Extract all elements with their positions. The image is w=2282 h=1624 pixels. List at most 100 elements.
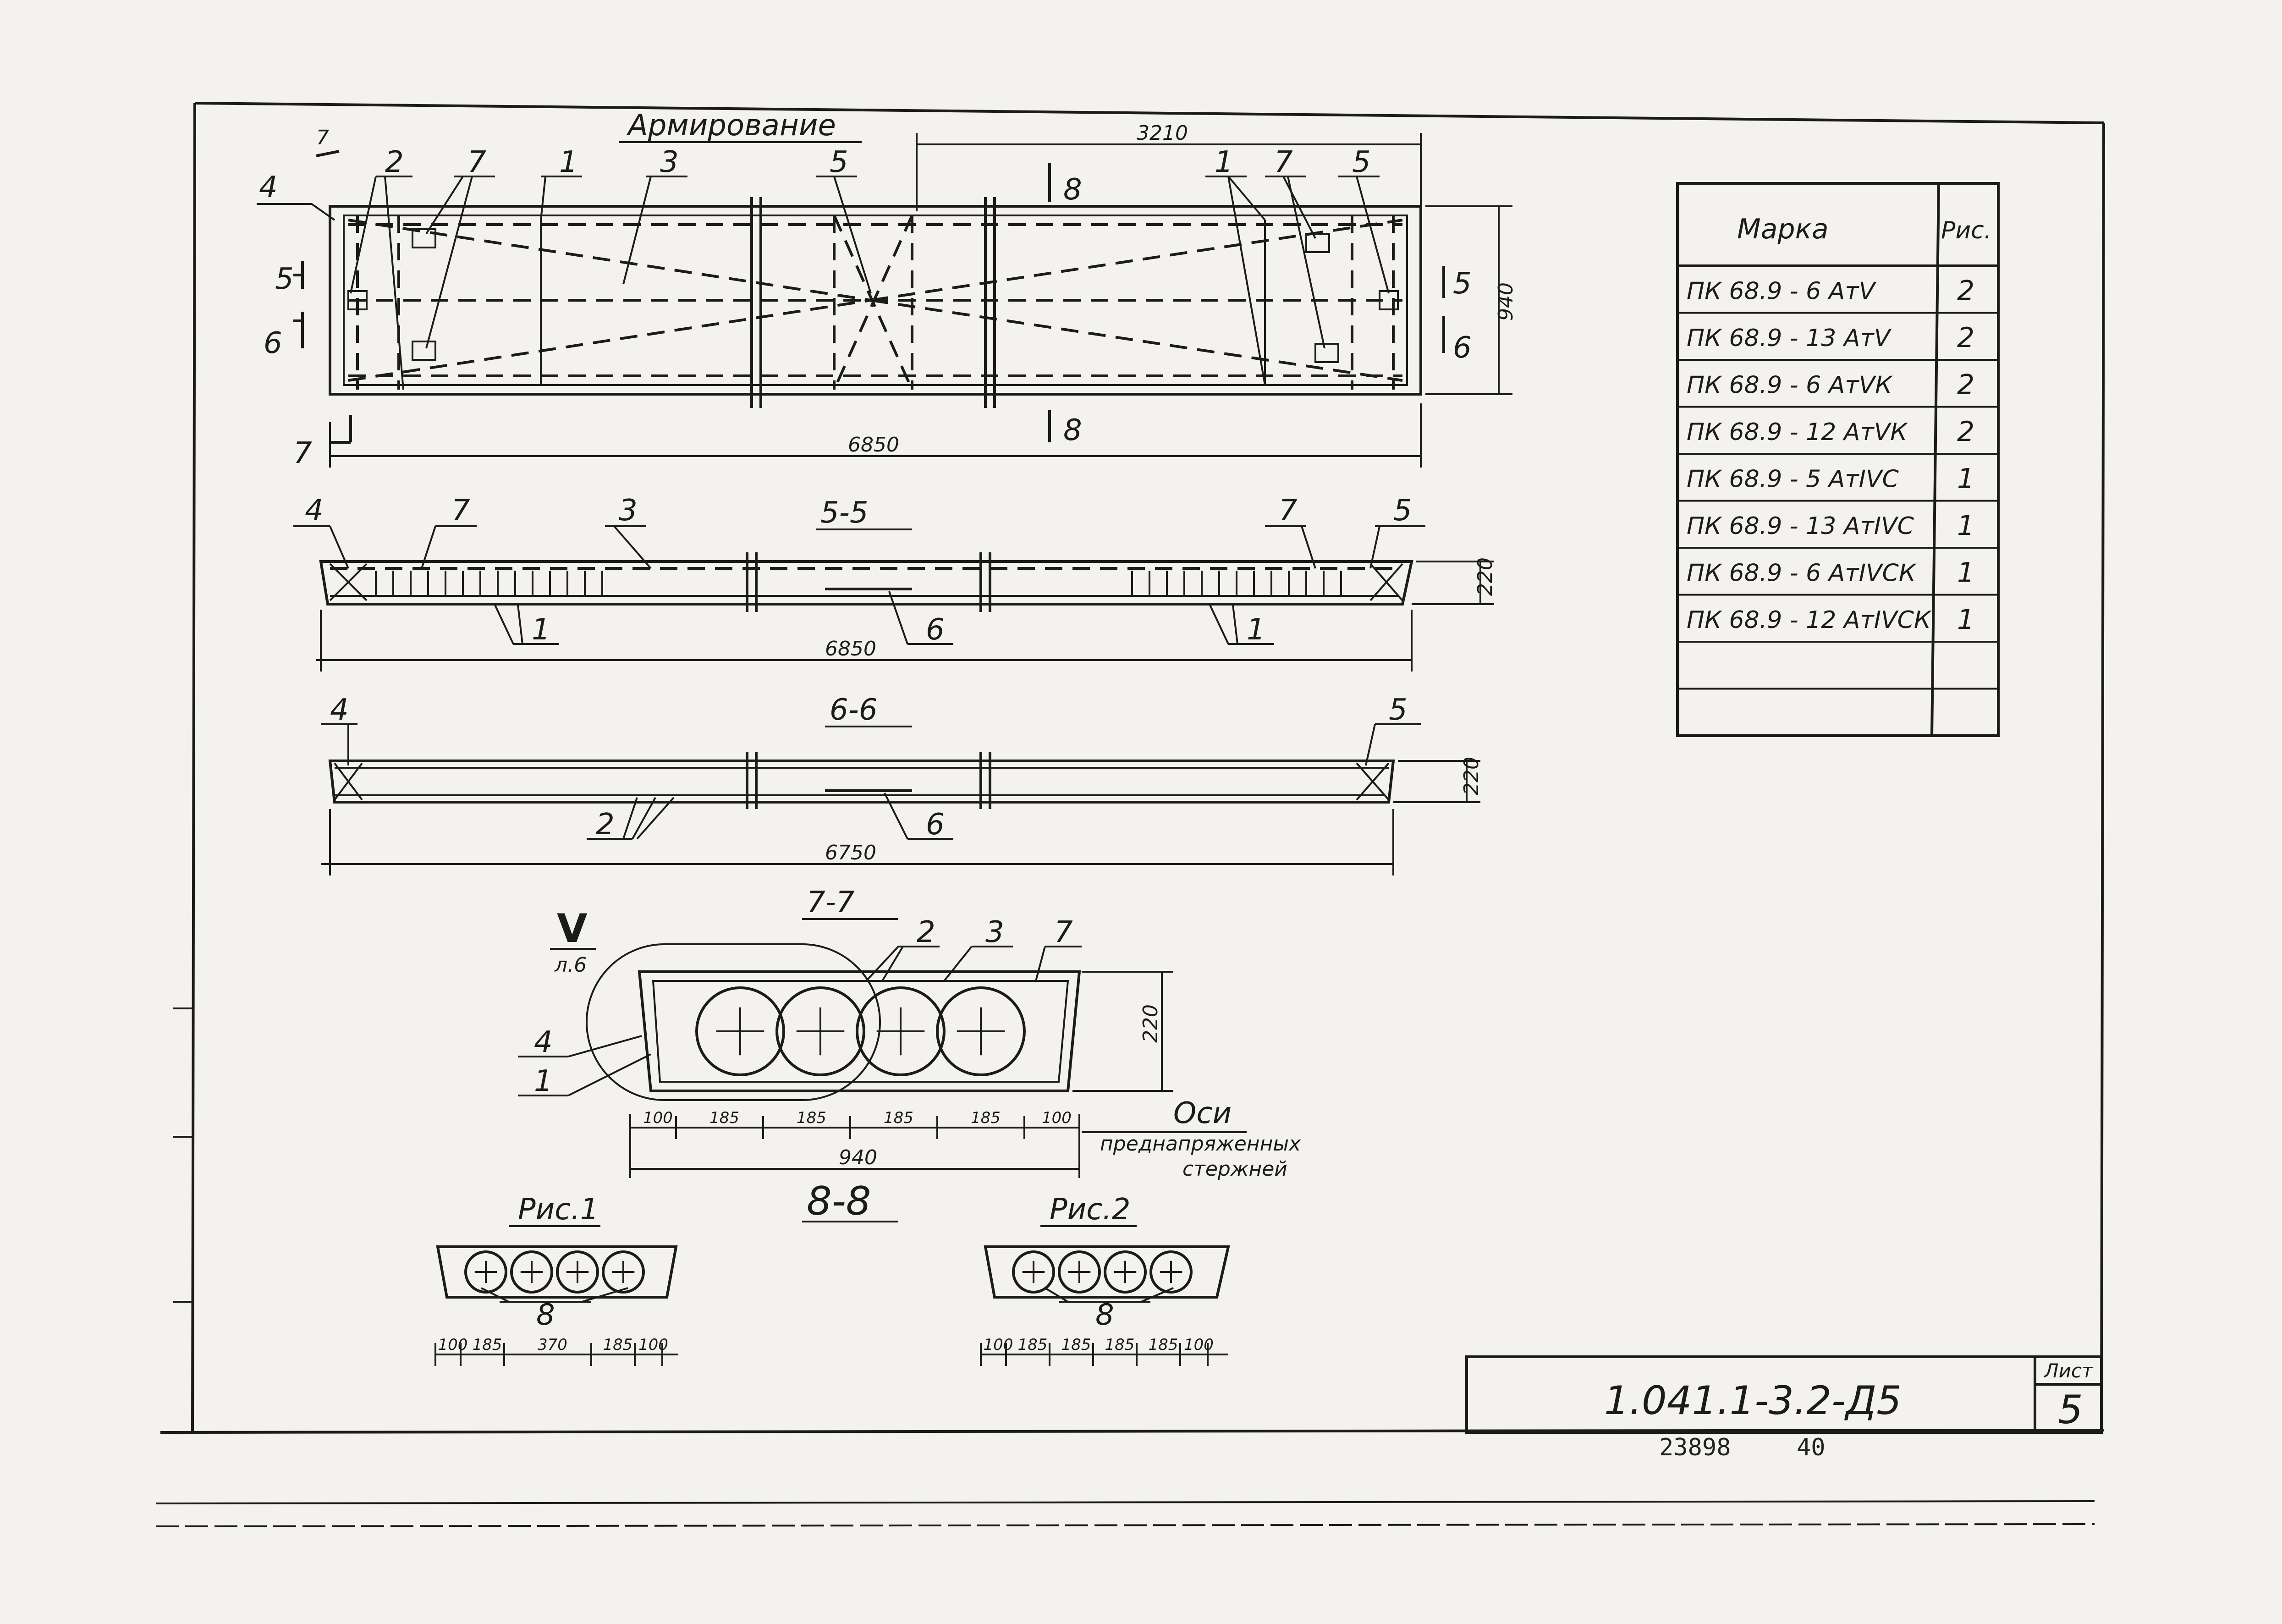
- table-row-3-mark: ПК 68.9 - 6 АтVК: [1687, 372, 1893, 399]
- section-7-7-width-6: 100: [1042, 1109, 1072, 1127]
- plan-callout-7: 7: [467, 145, 486, 179]
- stamp-number-right: 40: [1797, 1434, 1826, 1461]
- table-row-1-fig: 2: [1957, 275, 1974, 307]
- plan-cut-6-left: 6: [264, 326, 282, 360]
- section-5-5-callout-1: 1: [532, 613, 550, 647]
- table-row-2-fig: 2: [1957, 322, 1974, 354]
- section-6-6-height: 220: [1460, 757, 1483, 795]
- section-7-7-callout-3: 3: [985, 915, 1004, 949]
- plan-dim-top: 3210: [1137, 121, 1188, 145]
- figure-1-void-3: [556, 1250, 599, 1294]
- figure-1-callout-8: 8: [536, 1298, 555, 1332]
- figure-2-dim-1: 100: [984, 1336, 1013, 1354]
- section-7-7-void-4: [936, 986, 1026, 1076]
- section-7-7-width-3: 185: [797, 1109, 826, 1127]
- section-5-5-callout-5: 5: [1393, 494, 1412, 528]
- plan-dim-side: 940: [1494, 282, 1518, 321]
- figure-1-void-4: [602, 1250, 645, 1294]
- section-5-5-callout-4: 4: [305, 494, 324, 528]
- plan-cut-8-top: 8: [1063, 173, 1082, 207]
- table-header-mark: Марка: [1737, 213, 1829, 245]
- section-7-7-callout-4: 4: [534, 1025, 553, 1059]
- section-5-5-callout-7: 7: [451, 494, 470, 528]
- plan-callout-3: 3: [660, 145, 679, 179]
- section-7-7-note-line3: стержней: [1182, 1157, 1287, 1181]
- section-7-7-detail-sheet: л.6: [554, 953, 587, 977]
- figure-2-dim-2: 185: [1018, 1336, 1048, 1354]
- section-5-5-callout-1-right: 1: [1247, 613, 1265, 647]
- plan-cut-5-left: 5: [275, 262, 294, 296]
- section-7-7-detail-mark: V: [557, 906, 588, 952]
- section-6-6-callout-6: 6: [926, 808, 945, 842]
- title-block-sheet-label: Лист: [2043, 1360, 2094, 1382]
- figure-1-void-1: [464, 1250, 507, 1294]
- figure-2-void-3: [1104, 1250, 1147, 1294]
- section-5-5-title: 5-5: [820, 496, 869, 530]
- section-6-6-callout-4: 4: [330, 693, 349, 727]
- plan-view: 3210 940 6850 5 6 5 6 8 8 7 7 4 2 7: [257, 121, 1518, 470]
- figure-2-dim-4: 185: [1105, 1336, 1135, 1354]
- plan-callout-7-right: 7: [1274, 145, 1293, 179]
- figure-2-void-4: [1149, 1250, 1193, 1294]
- section-7-7-width-4: 185: [884, 1109, 913, 1127]
- section-7-7-height: 220: [1139, 1004, 1162, 1043]
- section-8-8-title: 8-8: [807, 1178, 871, 1224]
- figure-2-dim-6: 100: [1184, 1336, 1214, 1354]
- sheet-border: [155, 102, 2105, 1527]
- plan-cut-6-right: 6: [1453, 331, 1472, 365]
- table-row-6-fig: 1: [1957, 510, 1974, 542]
- section-7-7-callout-7: 7: [1054, 915, 1073, 949]
- section-6-6-length: 6750: [825, 841, 876, 864]
- figure-1-dim-2: 185: [473, 1336, 502, 1354]
- section-7-7-total-width: 940: [839, 1146, 877, 1169]
- drawing-heading: Армирование: [626, 109, 836, 143]
- table-row-2-mark: ПК 68.9 - 13 АтV: [1687, 325, 1892, 352]
- figure-1-dim-4: 185: [603, 1336, 633, 1354]
- table-row-4-fig: 2: [1957, 416, 1974, 448]
- section-5-5-callout-3: 3: [619, 494, 638, 528]
- title-block-code: 1.041.1-3.2-Д5: [1604, 1378, 1902, 1424]
- table-row-5-mark: ПК 68.9 - 5 АтIVС: [1687, 466, 1899, 493]
- section-5-5-height: 220: [1474, 557, 1497, 596]
- plan-cut-7-top: 7: [316, 126, 329, 149]
- plan-callout-4: 4: [259, 171, 278, 204]
- section-5-5-length: 6850: [825, 637, 876, 661]
- section-5-5-callout-6: 6: [926, 613, 945, 647]
- figure-1-dim-3: 370: [538, 1336, 567, 1354]
- figure-2-callout-8: 8: [1095, 1298, 1114, 1332]
- figure-2-title: Рис.2: [1050, 1193, 1130, 1227]
- figure-2-void-1: [1012, 1250, 1055, 1294]
- plan-callout-1: 1: [559, 145, 578, 179]
- table-header-fig: Рис.: [1941, 217, 1991, 244]
- table-row-7-mark: ПК 68.9 - 6 АтIVСК: [1687, 560, 1917, 587]
- table-row-8-mark: ПК 68.9 - 12 АтIVСК: [1687, 606, 1932, 634]
- section-5-5-callout-7-right: 7: [1279, 494, 1298, 528]
- table-row-4-mark: ПК 68.9 - 12 АтVК: [1687, 418, 1908, 446]
- section-7-7-void-3: [856, 986, 946, 1076]
- table-row-5-fig: 1: [1957, 463, 1974, 495]
- table-row-6-mark: ПК 68.9 - 13 АтIVС: [1687, 512, 1914, 540]
- section-7-7-title: 7-7: [807, 886, 855, 919]
- section-7-7-void-2: [775, 986, 865, 1076]
- section-7-7-void-1: [695, 986, 785, 1076]
- stamp-number-left: 23898: [1659, 1434, 1731, 1461]
- table-row-7-fig: 1: [1957, 557, 1974, 589]
- section-7-7-width-2: 185: [709, 1109, 739, 1127]
- figure-1-void-2: [510, 1250, 553, 1294]
- plan-callout-5: 5: [830, 145, 848, 179]
- section-7-7-note-line2: преднапряженных: [1100, 1132, 1301, 1156]
- section-6-6-callout-5: 5: [1389, 693, 1408, 727]
- plan-cut-5-right: 5: [1453, 267, 1472, 301]
- section-5-5: 5-5 220 6850 4 7 3 7 5 1 6 1: [293, 494, 1497, 672]
- figure-2-dim-3: 185: [1061, 1336, 1091, 1354]
- plan-cut-8-bottom: 8: [1063, 413, 1082, 447]
- section-7-7-callout-2: 2: [917, 915, 935, 949]
- figure-1-dim-5: 100: [638, 1336, 668, 1354]
- title-block: 1.041.1-3.2-Д5 Лист 5: [1465, 1355, 2103, 1434]
- plan-callout-5-right: 5: [1352, 145, 1371, 179]
- figure-1-dim-1: 100: [438, 1336, 468, 1354]
- section-6-6-callout-2: 2: [596, 808, 615, 842]
